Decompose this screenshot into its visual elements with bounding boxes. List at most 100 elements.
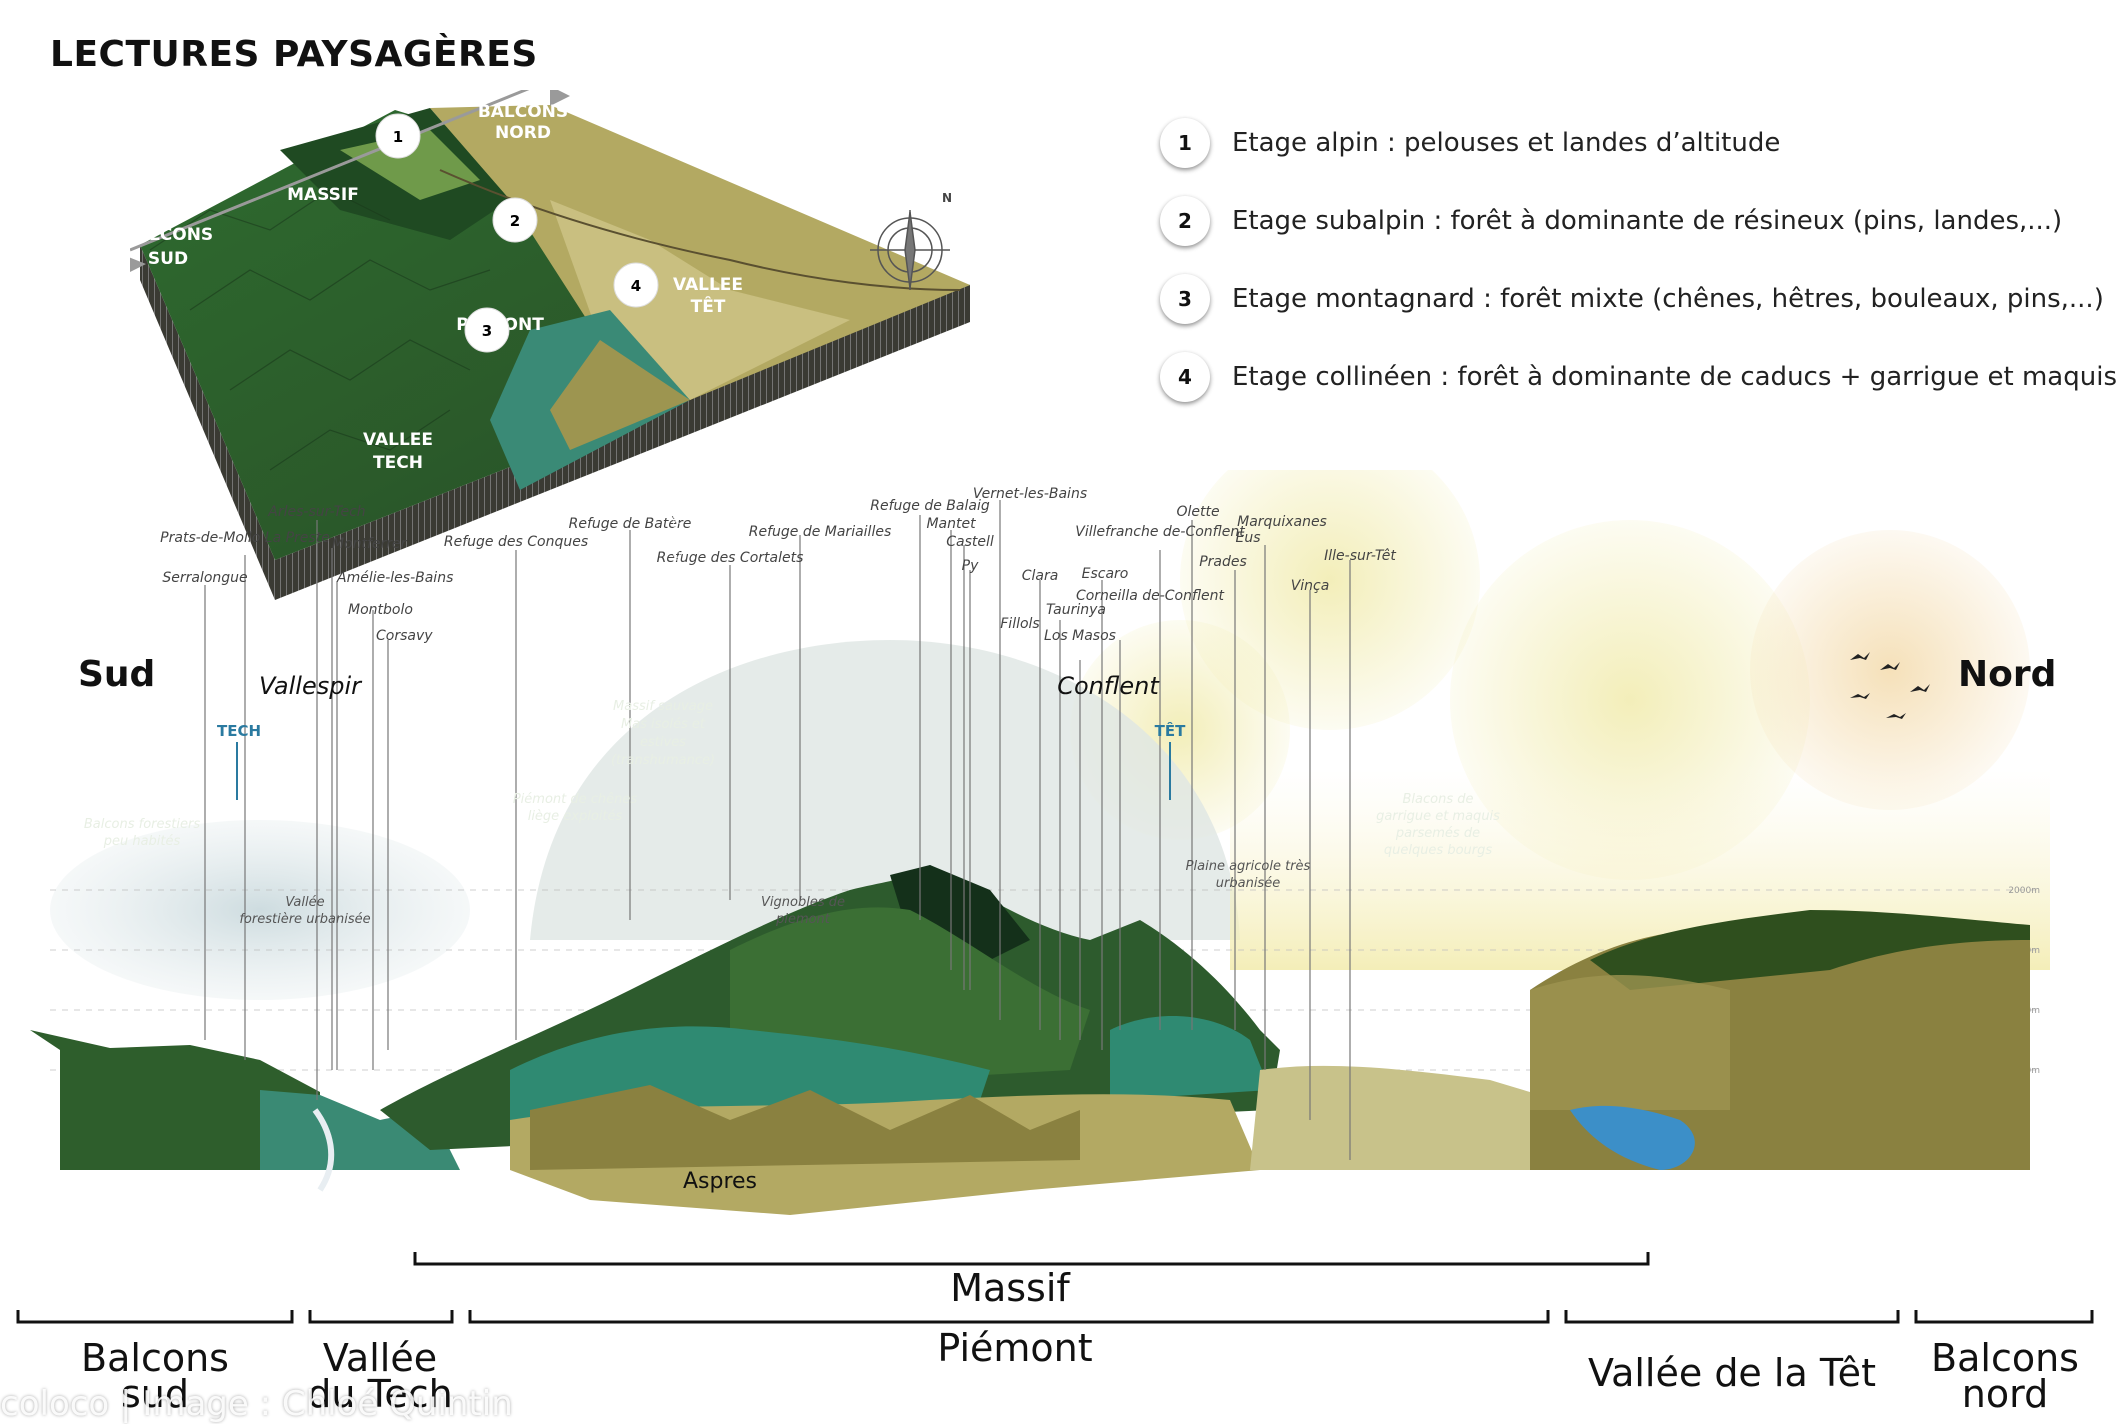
section-arrow-top	[550, 90, 570, 106]
annotation-massif: Massif sauvage	[613, 699, 713, 714]
zone-label-vallee-tet: Vallée de la Têt	[1588, 1351, 1876, 1395]
legend: 1 Etage alpin : pelouses et landes d’alt…	[1160, 118, 2116, 430]
river-tet: TÊT	[1155, 721, 1186, 740]
annotation-massif: Mas isolés et	[621, 717, 706, 732]
altitude-label: 2000m	[2008, 886, 2040, 896]
place-label: Corneilla de-Conflent	[1076, 588, 1225, 604]
annotation-balcons-sud: peu habités	[103, 834, 181, 849]
legend-row: 4 Etage collinéen : forêt à dominante de…	[1160, 352, 2116, 430]
terrain-north-hatch	[1530, 975, 1730, 1110]
legend-badge: 4	[1160, 352, 1210, 402]
block-badge-3: 3	[482, 322, 492, 340]
block-label-massif: MASSIF	[287, 185, 359, 205]
place-label: Montbolo	[348, 602, 413, 618]
block-side-left	[140, 245, 275, 600]
zone-label-piemont: Piémont	[937, 1326, 1093, 1370]
legend-badge: 2	[1160, 196, 1210, 246]
zone-label-balcons-sud: Balcons sud	[40, 1336, 270, 1416]
place-label: Eus	[1235, 530, 1260, 546]
zone-label-vallee-tech-1: Vallée	[322, 1336, 438, 1380]
image-credit: coloco | Image : Chloé Quintin	[0, 1384, 513, 1424]
page-title: LECTURES PAYSAGÈRES	[50, 34, 538, 75]
region-vallespir: Vallespir	[259, 672, 363, 700]
compass-label: N	[942, 191, 952, 205]
annotation-vignobles: Vignobles de	[761, 895, 845, 910]
legend-row: 2 Etage subalpin : forêt à dominante de …	[1160, 196, 2100, 274]
bg-dome	[530, 640, 1240, 940]
bracket-vallee-tech	[308, 1310, 454, 1324]
south-label: Sud	[78, 654, 156, 695]
zone-label-balcons-sud-2: sud	[120, 1372, 189, 1416]
block-side-right	[275, 285, 970, 600]
place-label: Prats-de-Mollo La Preste	[160, 530, 330, 546]
place-label: Refuge de Mariailles	[749, 524, 892, 540]
annotation-piemont: Piémont de chênes	[513, 792, 638, 807]
north-label: Nord	[1958, 654, 2057, 695]
zone-massif-light	[340, 130, 480, 200]
place-label: Escaro	[1082, 566, 1129, 582]
legend-text: Etage subalpin : forêt à dominante de ré…	[1232, 206, 2063, 236]
place-label: Fillols	[1000, 616, 1039, 632]
annotation-vallee-tech: forestière urbanisée	[239, 912, 370, 927]
zone-label-balcons-nord: Balcons nord	[1900, 1336, 2110, 1416]
zone-label-balcons-nord-2: nord	[1961, 1372, 2049, 1416]
place-label: Refuge de Batère	[569, 516, 692, 532]
zone-label-massif: Massif	[950, 1266, 1070, 1310]
section-line	[130, 90, 530, 252]
annotation-piemont: liège exploités	[528, 809, 623, 824]
place-label: Prades	[1199, 554, 1247, 570]
terrain-north-dark	[1590, 910, 2030, 990]
legend-text: Etage montagnard : forêt mixte (chênes, …	[1232, 284, 2104, 314]
place-label: Refuge des Cortalets	[657, 550, 804, 566]
place-label: Marquixanes	[1237, 514, 1327, 530]
place-label: Taurinya	[1046, 602, 1106, 618]
terrain-piemont-teal-right	[1110, 1016, 1270, 1100]
birds-icon	[1850, 652, 1930, 719]
place-label: Castell	[946, 534, 994, 550]
zone-label-balcons-nord-1: Balcons	[1931, 1336, 2079, 1380]
legend-badge: 3	[1160, 274, 1210, 324]
block-label-balcons-sud-2: SUD	[148, 249, 188, 269]
place-label: Villefranche de-Conflent	[1075, 524, 1245, 540]
legend-text: Etage collinéen : forêt à dominante de c…	[1232, 362, 2116, 392]
annotation-vignobles: piemont	[775, 912, 831, 927]
place-label: Los Masos	[1044, 628, 1116, 644]
block-label-balcons-nord-2: NORD	[495, 123, 551, 143]
peak-label: PIC DU CANIGOU 2784m	[672, 497, 683, 620]
block-label-vallee-tet-1: VALLEE	[673, 275, 743, 295]
block-label-vallee-tet-2: TÊT	[691, 295, 726, 317]
annotation-massif: estives	[640, 735, 686, 750]
bg-circle	[1750, 530, 2030, 810]
place-label: Olette	[1176, 504, 1219, 520]
annotation-vallee-tech: Vallée	[285, 895, 324, 910]
block-label-balcons-sud-1: BALCONS	[130, 225, 213, 245]
bracket-balcons-sud	[16, 1310, 294, 1324]
block-badge-4: 4	[631, 277, 641, 295]
annotation-balcons-nord: garrigue et maquis	[1376, 809, 1500, 824]
zone-label-vallee-tech-2: du Tech	[307, 1372, 453, 1416]
bracket-balcons-nord	[1914, 1310, 2094, 1324]
place-label: Ille-sur-Têt	[1324, 548, 1396, 564]
place-label: Vernet-les-Bains	[973, 486, 1087, 502]
block-badge-1: 1	[393, 128, 403, 146]
landscape-profile: 2000m 1500m 1000m 500m	[30, 470, 2050, 1215]
compass-icon	[870, 210, 950, 290]
annotation-plaine: urbanisée	[1216, 876, 1280, 891]
place-label: Arles-sur-Tech	[267, 504, 365, 520]
tet-lake	[1570, 1105, 1695, 1170]
place-label: Montferrer	[332, 536, 408, 552]
legend-row: 1 Etage alpin : pelouses et landes d’alt…	[1160, 118, 2100, 196]
legend-text: Etage alpin : pelouses et landes d’altit…	[1232, 128, 1781, 158]
annotation-balcons-nord: Blacons de	[1403, 792, 1474, 807]
annotation-balcons-nord: parsemés de	[1395, 826, 1480, 841]
zone-label-balcons-sud-1: Balcons	[81, 1336, 229, 1380]
bracket-vallee-tet	[1564, 1310, 1900, 1324]
section-arrow-bottom	[130, 257, 146, 272]
place-label: Serralongue	[162, 570, 247, 586]
terrain-south-balcons	[30, 1030, 320, 1170]
block-label-vallee-tech-1: VALLEE	[363, 430, 433, 450]
annotation-massif: (transhumance)	[611, 753, 715, 768]
river-tech: TECH	[217, 722, 261, 740]
region-conflent: Conflent	[1057, 672, 1160, 700]
block-label-balcons-nord-1: BALCONS	[478, 102, 568, 122]
